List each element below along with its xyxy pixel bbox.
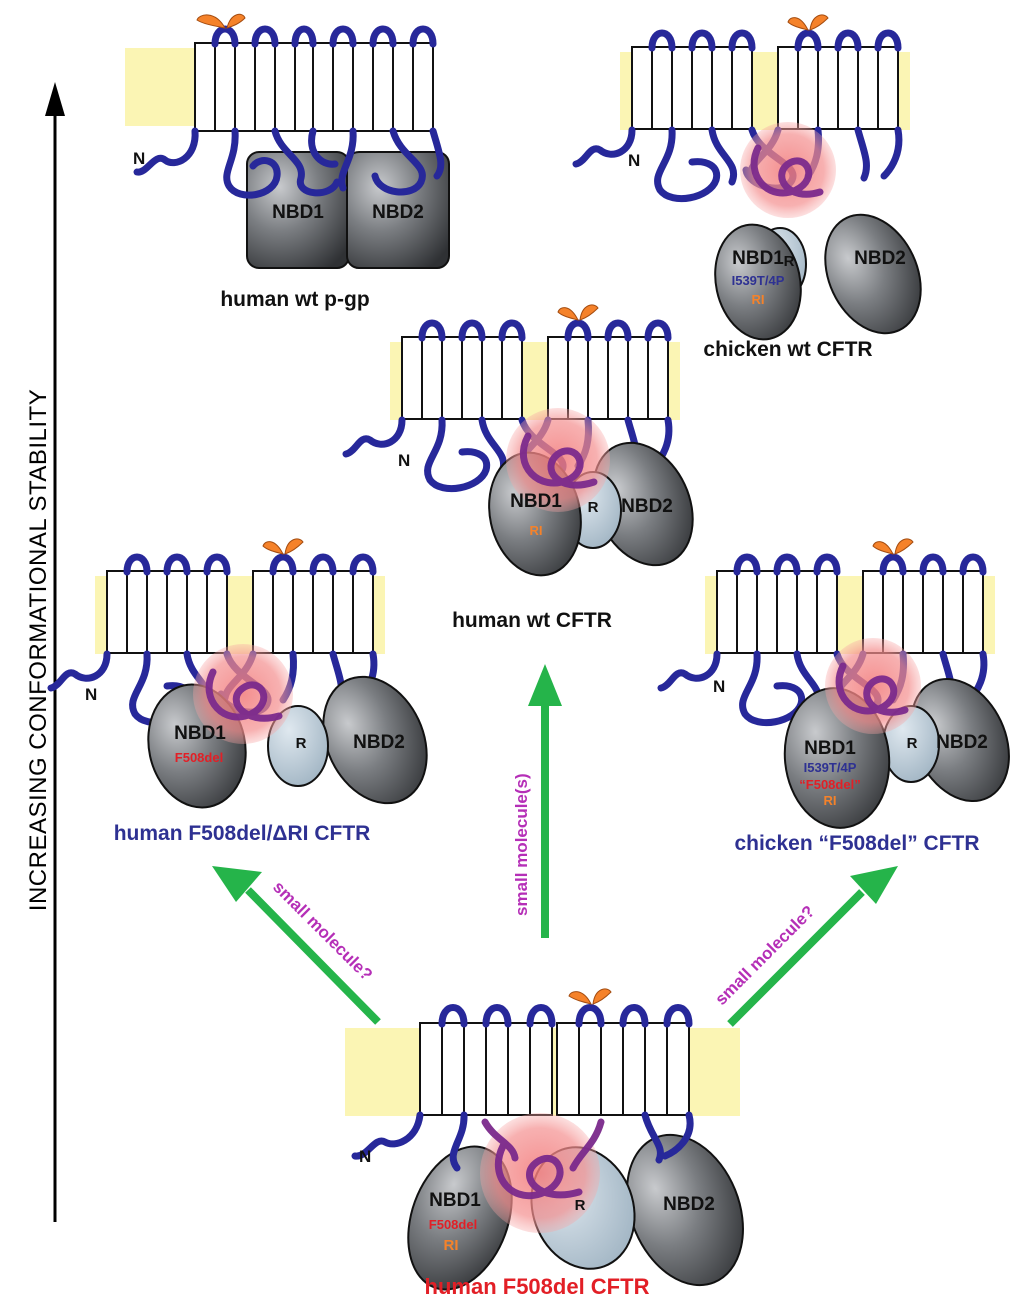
nbd1-label: NBD1 [174, 723, 226, 744]
arrow-to-human-wt: small molecule(s) [512, 664, 562, 938]
nbd2-label: NBD2 [936, 732, 988, 753]
nbd2-label: NBD2 [854, 248, 906, 269]
ri-label: RI [530, 523, 543, 538]
arrow-to-human-f508del-dri: small molecule? [212, 866, 381, 1025]
n-terminus-label: N [628, 151, 640, 170]
arrow-to-chicken-f508del: small molecule? [711, 866, 898, 1027]
nbd2-label: NBD2 [663, 1194, 715, 1215]
ri-label: RI [444, 1237, 459, 1254]
n-terminus-label: N [85, 685, 97, 704]
nbd1-label: NBD1 [732, 248, 784, 269]
ri-label: RI [752, 292, 765, 307]
nbd2-label: NBD2 [372, 202, 424, 223]
loops [211, 25, 437, 48]
f508del-label: F508del [429, 1217, 477, 1232]
nbd1-label: NBD1 [804, 738, 856, 759]
r-label: R [296, 735, 307, 752]
panel-title: human F508del/ΔRI CFTR [114, 822, 371, 845]
stability-axis: INCREASING CONFORMATIONAL STABILITY [25, 82, 65, 1222]
panel-chicken-f508del-cftr: N NBD1 R NBD2 I539T/4P “F508del” RI chic… [661, 539, 1010, 855]
panel-human-f508del-dri-cftr: N NBD1 R NBD2 F508del human F508del/ΔRI … [51, 539, 428, 845]
nbd2-domain [322, 675, 428, 805]
nbd1-label: NBD1 [272, 202, 324, 223]
r-label: R [784, 253, 795, 270]
glycosylation-icon [568, 988, 612, 1005]
tmd-helices [419, 1022, 690, 1116]
panel-human-wt-cftr: N NBD1 R NBD2 RI human wt CFTR [346, 305, 694, 632]
nbd2-domain [824, 213, 922, 335]
nbd1-label: NBD1 [429, 1190, 481, 1211]
tmd-helices [194, 42, 434, 132]
panel-title: chicken “F508del” CFTR [734, 832, 979, 855]
f508del-label: F508del [175, 750, 223, 765]
mutation-label: I539T/4P [804, 760, 857, 775]
nbd2-label: NBD2 [621, 496, 673, 517]
panel-human-f508del-cftr: N NBD1 R NBD2 F508del RI human F508del C… [345, 988, 744, 1299]
panel-title: human wt p-gp [220, 288, 369, 311]
nbd1-domain [714, 223, 802, 341]
n-terminus-label: N [398, 451, 410, 470]
r-label: R [575, 1197, 586, 1214]
ri-label: RI [824, 793, 837, 808]
axis-label: INCREASING CONFORMATIONAL STABILITY [25, 389, 52, 911]
mutation-label: I539T/4P [732, 273, 785, 288]
n-terminus-label: N [359, 1147, 371, 1166]
panel-human-wt-pgp: N NBD1 NBD2 human wt p-gp [125, 13, 450, 311]
panel-chicken-wt-cftr: N NBD1 R NBD2 I539T/4P RI chicken wt CFT… [576, 15, 922, 361]
arrow-label-center: small molecule(s) [512, 773, 531, 916]
panel-title: human wt CFTR [452, 609, 612, 632]
panel-title: human F508del CFTR [425, 1274, 650, 1299]
n-terminus-label: N [713, 677, 725, 696]
panel-title: chicken wt CFTR [703, 338, 872, 361]
glycosylation-icon [196, 13, 246, 29]
n-terminus-label: N [133, 149, 145, 168]
nbd2-label: NBD2 [353, 732, 405, 753]
r-label: R [588, 499, 599, 516]
f508del-label: “F508del” [799, 777, 860, 792]
r-label: R [907, 735, 918, 752]
interface-glow [480, 1113, 600, 1233]
r-domain [267, 705, 329, 787]
nbd1-label: NBD1 [510, 491, 562, 512]
